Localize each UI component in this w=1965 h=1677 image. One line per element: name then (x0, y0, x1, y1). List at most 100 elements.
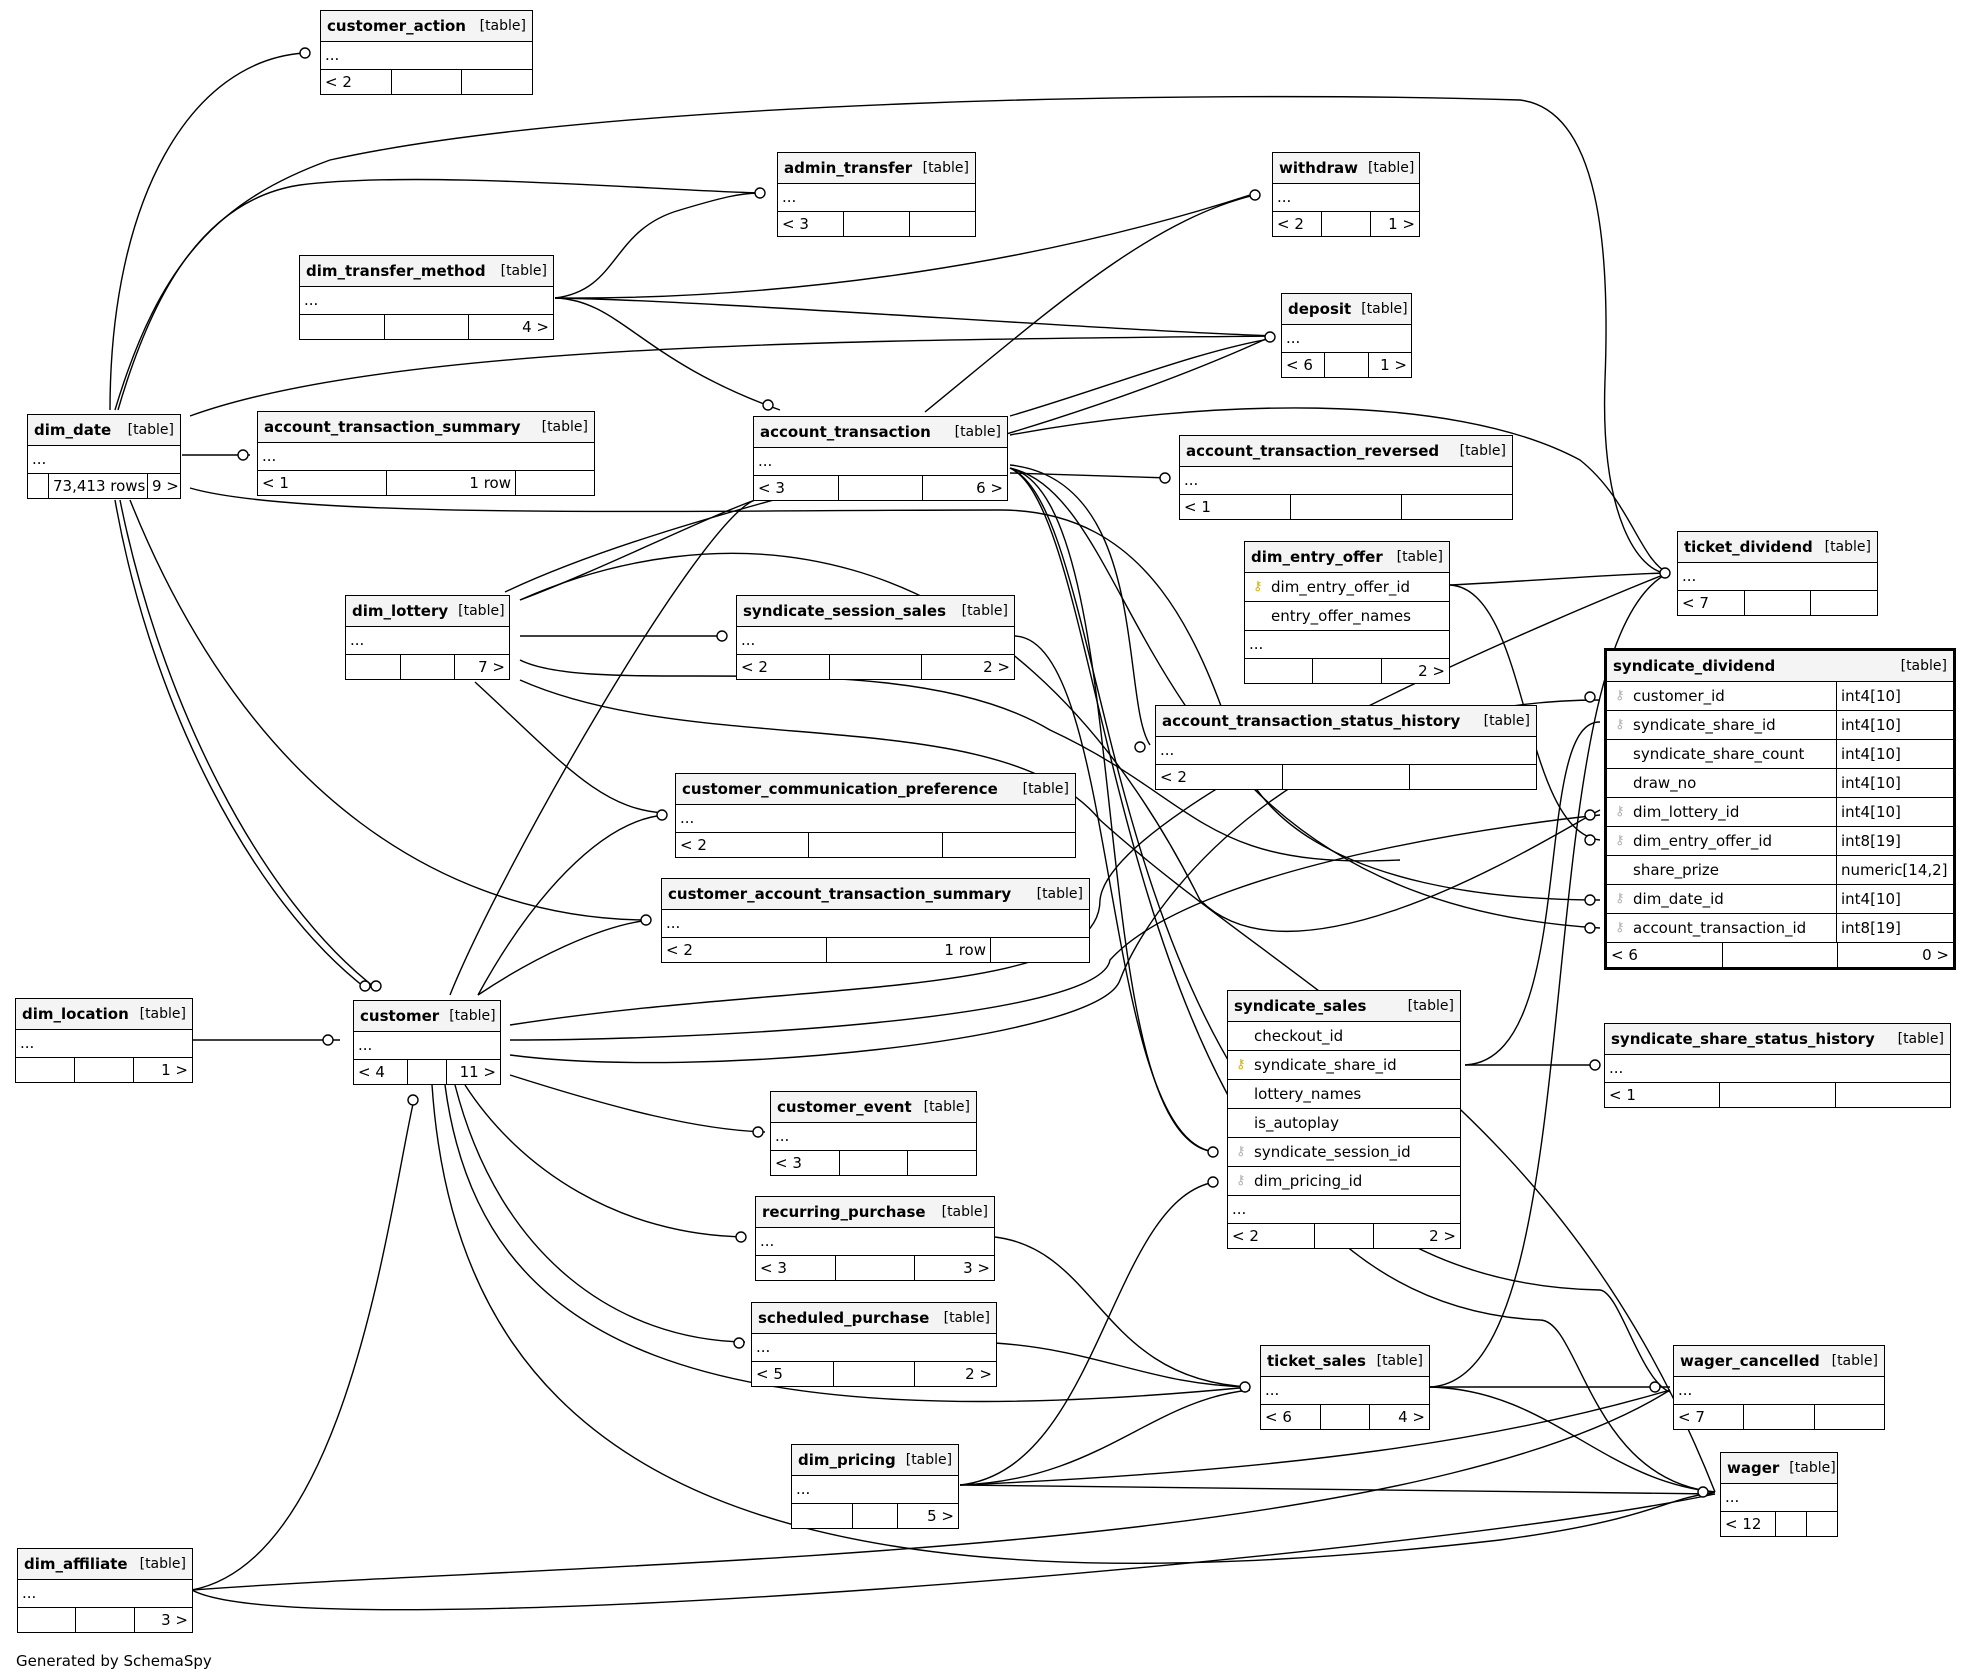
table-customer-action[interactable]: customer_action[table] ... < 2 (320, 10, 533, 95)
footer-parents: < 2 (321, 70, 392, 94)
table-type: [table] (954, 424, 1001, 440)
footer-children: 2 > (1418, 662, 1445, 680)
edge-account-transaction-withdraw (924, 194, 1256, 413)
edge-syndicate-share-dividend (1464, 721, 1601, 1066)
footer-rows (840, 1151, 909, 1175)
table-type: [table] (500, 263, 547, 279)
footer-children: 2 > (965, 1365, 993, 1383)
footer-rows (844, 212, 910, 236)
footer-rows (830, 655, 923, 679)
footer-parents: < 2 (1156, 765, 1283, 789)
table-type: [table] (1407, 998, 1454, 1014)
table-account-transaction-status-history[interactable]: account_transaction_status_history[table… (1155, 705, 1537, 790)
footer-parents: < 6 (1261, 1405, 1321, 1429)
edge-pricing-syndicate-sales (959, 1181, 1216, 1486)
table-name: customer_event (777, 1098, 912, 1116)
table-dim-entry-offer[interactable]: dim_entry_offer[table] ⚷dim_entry_offer_… (1244, 541, 1450, 684)
table-ticket-dividend[interactable]: ticket_dividend[table] ... < 7 (1677, 531, 1878, 616)
table-name: withdraw (1279, 159, 1358, 177)
table-dim-lottery[interactable]: dim_lottery[table] ... 7 > (345, 595, 510, 680)
footer-children: 4 > (1398, 1408, 1425, 1426)
footer-parents (792, 1504, 853, 1528)
table-name: dim_location (22, 1005, 129, 1023)
column-name: is_autoplay (1254, 1114, 1339, 1132)
table-account-transaction-summary[interactable]: account_transaction_summary[table] ... <… (257, 411, 595, 496)
footer-parents: < 4 (354, 1060, 408, 1084)
edge-dim-date-customer-action (109, 52, 306, 411)
footer-children (1836, 1083, 1950, 1107)
edge-affiliate-wager (191, 1493, 1716, 1611)
table-body: ... (18, 1580, 192, 1608)
table-dim-location[interactable]: dim_location[table] ... 1 > (15, 998, 193, 1083)
footer-parents: < 12 (1721, 1512, 1776, 1536)
table-account-transaction-reversed[interactable]: account_transaction_reversed[table] ... … (1179, 435, 1513, 520)
foreign-key-icon: ⚷ (1615, 891, 1625, 906)
table-wager[interactable]: wager[table] ... < 12 (1720, 1452, 1838, 1537)
table-type: [table] (905, 1452, 953, 1468)
table-dim-transfer-method[interactable]: dim_transfer_method[table] ... 4 > (299, 255, 554, 340)
table-type: [table] (1036, 886, 1083, 902)
footer-rows (401, 655, 456, 679)
edge-dim-date-customer-1 (114, 499, 369, 991)
footer-children: 1 > (161, 1061, 188, 1079)
column-row: entry_offer_names (1245, 602, 1449, 631)
footer-rows (1322, 212, 1371, 236)
column-name: dim_lottery_id (1633, 803, 1740, 821)
table-type: [table] (449, 1008, 496, 1024)
footer-rows (408, 1060, 447, 1084)
table-body: ... (1678, 563, 1877, 591)
edge-customer-account-transaction-summary (477, 919, 651, 996)
table-name: syndicate_dividend (1613, 657, 1776, 675)
footer-parents: < 6 (1282, 353, 1326, 377)
edge-dim-date-ticket-dividend (114, 95, 1666, 574)
column-name: dim_entry_offer_id (1271, 578, 1411, 596)
table-dim-affiliate[interactable]: dim_affiliate[table] ... 3 > (17, 1548, 193, 1633)
table-syndicate-sales[interactable]: syndicate_sales[table] checkout_id ⚷synd… (1227, 990, 1461, 1249)
table-customer-communication-preference[interactable]: customer_communication_preference[table]… (675, 773, 1076, 858)
table-type: [table] (1361, 301, 1408, 317)
footer-children (1811, 591, 1877, 615)
column-row: lottery_names (1228, 1080, 1460, 1109)
table-dim-pricing[interactable]: dim_pricing[table] ... 5 > (791, 1444, 959, 1529)
table-customer-event[interactable]: customer_event[table] ... < 3 (770, 1091, 977, 1176)
footer-children (910, 212, 975, 236)
table-body: ... (754, 448, 1007, 476)
column-name: share_prize (1633, 861, 1720, 879)
table-syndicate-share-status-history[interactable]: syndicate_share_status_history[table] ..… (1604, 1023, 1951, 1108)
table-type: [table] (1396, 549, 1443, 565)
table-customer-account-transaction-summary[interactable]: customer_account_transaction_summary[tab… (661, 878, 1090, 963)
footer-children (516, 471, 594, 495)
edge-customer-scheduled-purchase (454, 1084, 746, 1343)
footer-parents: < 7 (1678, 591, 1745, 615)
table-body: ... (1228, 1196, 1460, 1224)
edge-account-transaction-status-history (1009, 464, 1151, 746)
column-name: draw_no (1633, 774, 1697, 792)
table-wager-cancelled[interactable]: wager_cancelled[table] ... < 7 (1673, 1345, 1885, 1430)
column-type: int4[10] (1836, 798, 1953, 826)
footer-rows (1283, 765, 1410, 789)
primary-key-icon: ⚷ (1236, 1057, 1246, 1072)
footer-rows (1720, 1083, 1836, 1107)
table-body: ... (1721, 1484, 1837, 1512)
column-type: int4[10] (1836, 885, 1953, 913)
edge-transfer-method-withdraw (554, 194, 1251, 299)
footer-rows (1315, 1224, 1374, 1248)
footer-children: 2 > (1429, 1227, 1456, 1245)
generated-by-note: Generated by SchemaSpy (16, 1652, 212, 1670)
table-body: ... (662, 910, 1089, 938)
table-admin-transfer[interactable]: admin_transfer[table] ... < 3 (777, 152, 976, 237)
table-body: ... (1156, 737, 1536, 765)
table-body: ... (354, 1032, 500, 1060)
table-name: admin_transfer (784, 159, 913, 177)
